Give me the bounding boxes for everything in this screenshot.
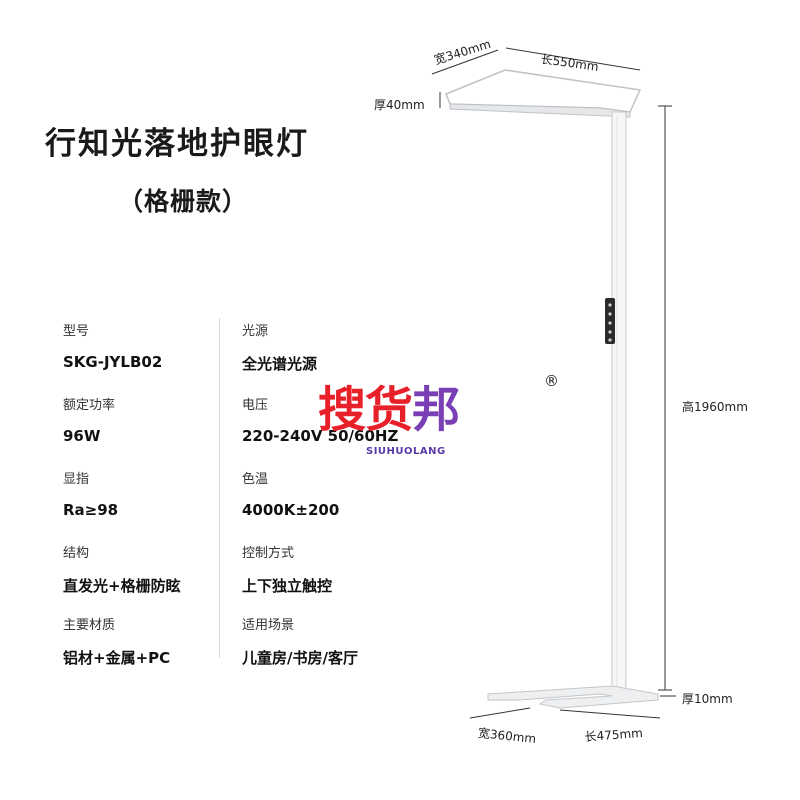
product-subtitle: （格栅款） xyxy=(118,187,249,216)
spec-color-temp: 色温 4000K±200 xyxy=(242,468,339,519)
spec-label: 色温 xyxy=(242,472,269,487)
spec-label: 控制方式 xyxy=(242,546,295,561)
watermark-char: 邦 xyxy=(412,382,460,438)
dim-head-thickness: 厚40mm xyxy=(374,98,425,112)
spec-label: 适用场景 xyxy=(242,618,295,633)
spec-light-source: 光源 全光谱光源 xyxy=(242,320,317,374)
spec-voltage: 电压 220-240V 50/60HZ xyxy=(242,394,398,445)
spec-label: 光源 xyxy=(242,324,269,339)
spec-value: 4000K±200 xyxy=(242,501,340,519)
spec-label: 额定功率 xyxy=(63,398,116,413)
spec-value: 上下独立触控 xyxy=(242,577,333,595)
touch-control-panel xyxy=(605,298,615,344)
spec-scenario: 适用场景 儿童房/书房/客厅 xyxy=(242,614,358,668)
spec-label: 主要材质 xyxy=(63,618,116,633)
watermark-char: 搜 xyxy=(318,382,366,438)
spec-value: 儿童房/书房/客厅 xyxy=(242,649,358,667)
watermark-subtext: SIUHUOLANG xyxy=(366,446,446,457)
spec-label: 结构 xyxy=(63,546,90,561)
spec-divider xyxy=(219,318,220,658)
watermark-text: 搜货邦 xyxy=(318,370,460,440)
spec-value: 铝材+金属+PC xyxy=(63,649,171,667)
watermark-logo: 搜货邦 SIUHUOLANG ® xyxy=(318,370,559,470)
spec-structure: 结构 直发光+格栅防眩 xyxy=(63,542,181,596)
spec-cri: 显指 Ra≥98 xyxy=(63,468,118,519)
spec-power: 额定功率 96W xyxy=(63,394,115,445)
dim-base-thickness: 厚10mm xyxy=(682,692,733,706)
lamp-base xyxy=(487,685,659,709)
spec-label: 显指 xyxy=(63,472,90,487)
spec-material: 主要材质 铝材+金属+PC xyxy=(63,614,170,668)
lamp-pole xyxy=(611,111,627,693)
lamp-head xyxy=(445,69,642,118)
watermark-char: 货 xyxy=(365,382,413,438)
spec-value: 直发光+格栅防眩 xyxy=(63,577,181,595)
dim-height: 高1960mm xyxy=(682,400,748,414)
spec-model: 型号 SKG-JYLB02 xyxy=(63,320,162,371)
spec-value: SKG-JYLB02 xyxy=(63,353,163,371)
spec-control: 控制方式 上下独立触控 xyxy=(242,542,332,596)
spec-value: 220-240V 50/60HZ xyxy=(242,427,399,445)
spec-value: 96W xyxy=(63,427,101,445)
spec-value: Ra≥98 xyxy=(63,501,119,519)
spec-value: 全光谱光源 xyxy=(242,355,318,373)
registered-mark: ® xyxy=(544,372,559,390)
spec-label: 电压 xyxy=(242,398,269,413)
product-title: 行知光落地护眼灯 xyxy=(45,126,309,162)
spec-label: 型号 xyxy=(63,324,90,339)
dimension-guides xyxy=(431,47,676,719)
